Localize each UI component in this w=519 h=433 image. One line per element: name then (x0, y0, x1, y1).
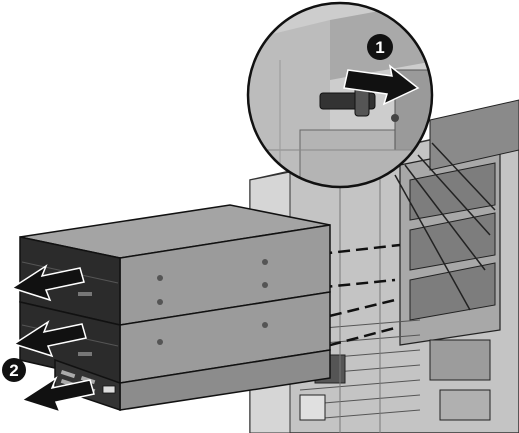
step-2-badge: 2 (2, 358, 26, 382)
step-1-number: 1 (375, 38, 384, 57)
step-1-badge: 1 (367, 34, 393, 60)
step-2-number: 2 (9, 361, 18, 380)
usb-port-icon (103, 386, 115, 393)
